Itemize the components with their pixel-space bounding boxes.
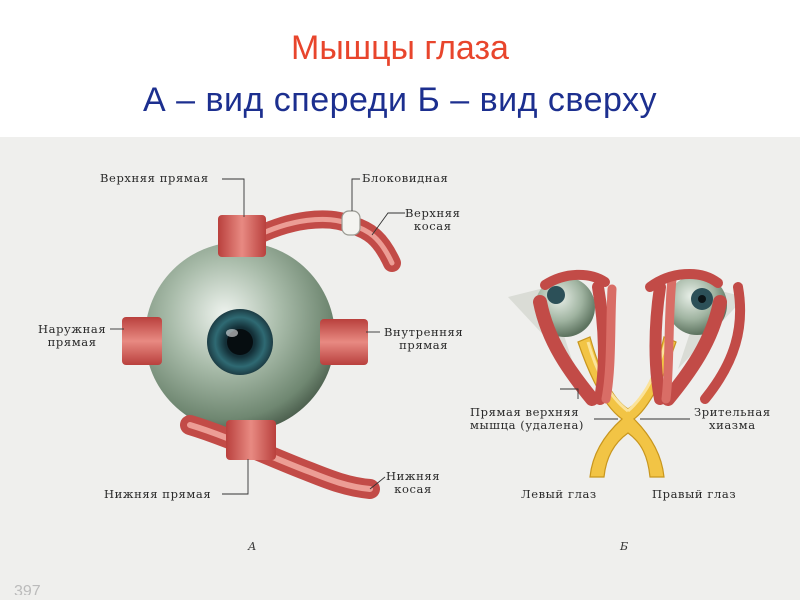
front-view-eye [122,210,401,499]
label-superior-rectus-removed: Прямая верхняя мышца (удалена) [470,405,585,432]
panel-letter-b: Б [620,540,629,553]
illustration [110,178,746,499]
label-optic-chiasm: Зрительная хиазма [694,405,771,432]
inferior-rectus-muscle [226,420,276,460]
label-lateral-rectus: Наружная прямая [38,322,107,349]
label-superior-rectus: Верхняя прямая [100,171,209,185]
trochlea-pulley [341,210,361,236]
leader-lines-a [110,178,405,495]
label-superior-oblique: Верхняя косая [405,206,461,233]
lateral-rectus-muscle [122,317,162,365]
slide-title: Мышцы глаза [291,29,509,67]
leader-lines-b [560,388,690,420]
slide-subtitle: А – вид спереди Б – вид сверху [142,81,658,119]
superior-rectus-muscle [218,215,266,257]
label-inferior-oblique: Нижняя косая [386,469,441,496]
panel-letter-a: А [248,540,257,553]
page-number: 397 [14,583,41,595]
label-inferior-rectus: Нижняя прямая [104,487,212,501]
label-medial-rectus: Внутренняя прямая [384,325,464,352]
label-trochlea: Блоковидная [362,171,449,185]
label-left-eye: Левый глаз [521,487,597,501]
top-view-eyes [508,268,746,478]
medial-rectus-muscle [320,319,368,365]
eye-muscles-figure: Верхняя прямая Блоковидная Верхняя косая… [0,137,800,600]
label-right-eye: Правый глаз [652,487,737,501]
